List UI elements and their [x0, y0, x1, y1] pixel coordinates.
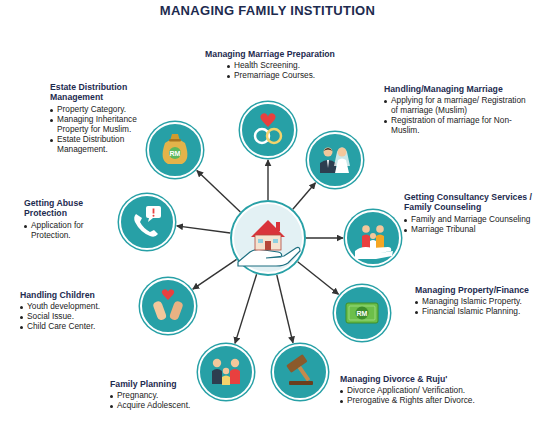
bullet-dot [415, 311, 418, 314]
category-circle: Getting Consultancy Services / Family Co… [345, 210, 401, 266]
arrow-connector [267, 160, 268, 200]
category-text: Getting Abuse ProtectionApplication for … [24, 198, 119, 241]
bullet-text: Youth development. [27, 302, 138, 312]
bullet-text: Registration of marriage for Non-Muslim. [391, 116, 534, 136]
bullet-dot [340, 390, 343, 393]
bullet-text: Financial Islamic Planning. [422, 307, 535, 317]
bullet-row: Youth development. [20, 302, 138, 312]
hub-circle [232, 202, 304, 274]
diagram-title: MANAGING FAMILY INSTITUTION [0, 3, 535, 18]
bullet-dot [227, 75, 230, 78]
bullet-dot [384, 120, 387, 123]
arrow-connector [193, 259, 237, 289]
category-heading: Managing Divorce & Ruju' [340, 374, 480, 384]
bullet-row: Applying for a marriage/ Registration of… [384, 96, 534, 116]
category-circle: Managing Divorce & Ruju'Divorce Applicat… [272, 344, 328, 400]
bullet-text: Managing Inheritance Property for Muslim… [57, 115, 150, 135]
bullet-row: Family and Marriage Counseling [404, 215, 535, 225]
category-circle: Handling ChildrenYouth development.Socia… [140, 278, 196, 334]
category-heading: Getting Abuse Protection [24, 198, 119, 219]
bullet-dot [415, 301, 418, 304]
bullet-row: Property Category. [50, 105, 150, 115]
category-text: Estate Distribution ManagementProperty C… [50, 82, 150, 155]
bullet-dot [110, 405, 113, 408]
bullet-text: Health Screening. [234, 61, 335, 71]
bullet-dot [20, 306, 23, 309]
category-heading: Family Planning [110, 379, 200, 389]
arrow-connector [235, 274, 257, 343]
bullet-dot [20, 316, 23, 319]
bullet-row: Social Issue. [20, 312, 138, 322]
bullet-row: Registration of marriage for Non-Muslim. [384, 116, 534, 136]
bullet-row: Prerogative & Rights after Divorce. [340, 396, 480, 406]
arrow-connector [293, 183, 316, 209]
arrow-connector [177, 226, 231, 233]
category-text: Managing Marriage PreparationHealth Scre… [205, 49, 335, 81]
category-heading: Managing Property/Finance [415, 285, 535, 295]
bullet-text: Child Care Center. [27, 322, 138, 332]
category-text: Handling ChildrenYouth development.Socia… [20, 290, 138, 332]
bullet-text: Marriage Tribunal [411, 225, 535, 235]
bullet-dot [404, 219, 407, 222]
bullet-text: Applying for a marriage/ Registration of… [391, 96, 534, 116]
bullet-dot [50, 109, 53, 112]
bullet-text: Social Issue. [27, 312, 138, 322]
bullet-text: Application for Protection. [31, 221, 119, 241]
bullet-row: Health Screening. [205, 61, 335, 71]
bullet-row: Financial Islamic Planning. [415, 307, 535, 317]
bullet-text: Property Category. [57, 105, 150, 115]
currency-label: RM [357, 310, 368, 317]
bullet-row: Marriage Tribunal [404, 225, 535, 235]
bullet-text: Prerogative & Rights after Divorce. [347, 396, 480, 406]
bullet-text: Divorce Application/ Verification. [347, 386, 480, 396]
category-circle: Handling/Managing MarriageApplying for a… [307, 132, 363, 188]
bullet-row: Application for Protection. [24, 221, 119, 241]
category-heading: Handling Children [20, 290, 138, 300]
bullet-dot [110, 395, 113, 398]
category-text: Family PlanningPregnancy.Acquire Adolesc… [110, 379, 200, 411]
category-text: Getting Consultancy Services / Family Co… [404, 192, 535, 235]
bullet-row: Pregnancy. [110, 391, 200, 401]
bullet-text: Acquire Adolescent. [117, 401, 200, 411]
bullet-dot [227, 65, 230, 68]
category-heading: Managing Marriage Preparation [205, 49, 335, 59]
bullet-text: Estate Distribution Management. [57, 135, 150, 155]
bullet-row: Estate Distribution Management. [50, 135, 150, 155]
bullet-row: Acquire Adolescent. [110, 401, 200, 411]
bullet-dot [50, 119, 53, 122]
category-text: Managing Divorce & Ruju' Divorce Applicat… [340, 374, 480, 406]
bullet-row: Premarriage Courses. [205, 71, 335, 81]
category-text: Handling/Managing MarriageApplying for a… [384, 84, 534, 136]
bullet-row: Managing Inheritance Property for Muslim… [50, 115, 150, 135]
bullet-dot [340, 400, 343, 403]
bullet-dot [404, 229, 407, 232]
arrow-connector [306, 237, 343, 238]
bullet-text: Family and Marriage Counseling [411, 215, 535, 225]
bullet-row: Managing Islamic Property. [415, 297, 535, 307]
bullet-text: Premarriage Courses. [234, 71, 335, 81]
category-circle: Managing Marriage PreparationHealth Scre… [240, 102, 296, 158]
category-circle: Getting Abuse ProtectionApplication for … [119, 194, 175, 250]
category-heading: Handling/Managing Marriage [384, 84, 534, 94]
category-text: Managing Property/FinanceManaging Islami… [415, 285, 535, 317]
category-heading: Estate Distribution Management [50, 82, 150, 103]
bullet-row: Child Care Center. [20, 322, 138, 332]
bullet-row: Divorce Application/ Verification. [340, 386, 480, 396]
arrow-connector [277, 275, 293, 343]
currency-label: RM [170, 150, 181, 157]
arrow-connector [298, 262, 339, 295]
bullet-dot [50, 139, 53, 142]
bullet-text: Pregnancy. [117, 391, 200, 401]
arrow-connector [197, 171, 241, 212]
bullet-dot [24, 225, 27, 228]
bullet-text: Managing Islamic Property. [422, 297, 535, 307]
bullet-dot [20, 326, 23, 329]
category-heading: Getting Consultancy Services / Family Co… [404, 192, 535, 213]
category-circle: Family PlanningPregnancy.Acquire Adolesc… [198, 344, 254, 400]
bullet-dot [384, 100, 387, 103]
